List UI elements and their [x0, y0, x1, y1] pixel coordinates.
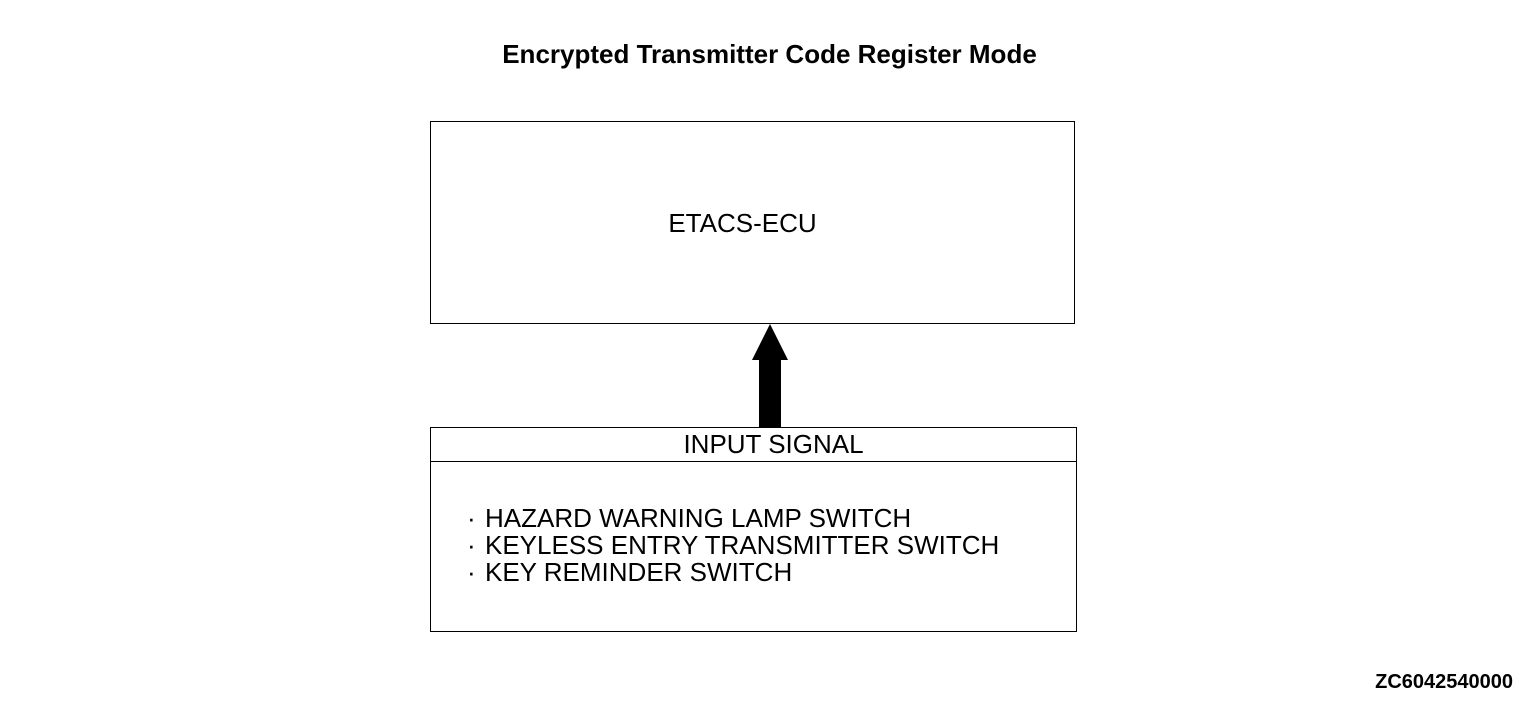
arrow-head: [752, 324, 788, 360]
input-signal-item: · KEYLESS ENTRY TRANSMITTER SWITCH: [467, 532, 999, 559]
arrow-shaft: [759, 359, 781, 428]
input-signal-header: INPUT SIGNAL: [431, 428, 1076, 462]
bullet-icon: ·: [467, 557, 476, 587]
diagram-title: Encrypted Transmitter Code Register Mode: [502, 39, 1037, 69]
input-signal-box: INPUT SIGNAL · HAZARD WARNING LAMP SWITCH…: [430, 427, 1077, 632]
signal-flow-arrow-icon: [752, 324, 788, 428]
etacs-ecu-label: ETACS-ECU: [668, 208, 817, 238]
figure-code: ZC6042540000: [1375, 671, 1513, 693]
input-signal-item: · HAZARD WARNING LAMP SWITCH: [467, 505, 999, 532]
input-signal-list: · HAZARD WARNING LAMP SWITCH · KEYLESS ENT…: [467, 505, 999, 586]
input-signal-label: KEYLESS ENTRY TRANSMITTER SWITCH: [485, 530, 1000, 560]
input-signal-label: HAZARD WARNING LAMP SWITCH: [485, 503, 912, 533]
input-signal-item: · KEY REMINDER SWITCH: [467, 559, 999, 586]
bullet-icon: ·: [467, 503, 476, 533]
etacs-ecu-box: ETACS-ECU: [430, 121, 1075, 324]
input-signal-label: KEY REMINDER SWITCH: [485, 557, 793, 587]
bullet-icon: ·: [467, 530, 476, 560]
